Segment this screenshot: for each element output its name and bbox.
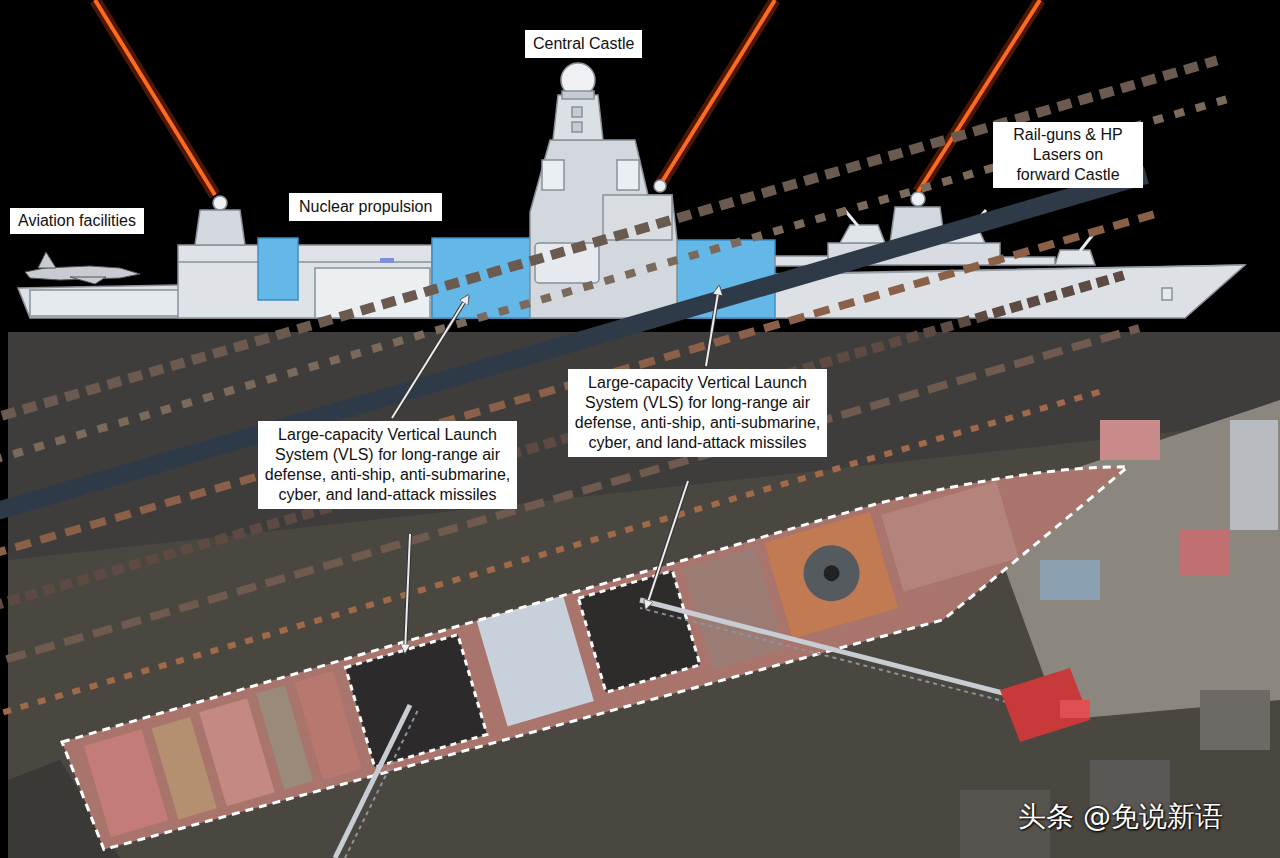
laser-glow [95, 0, 215, 195]
label-text: Nuclear propulsion [299, 197, 432, 217]
vls-well [345, 635, 486, 768]
building [1180, 530, 1230, 575]
propulsion-section [258, 238, 298, 300]
railgun-turret [840, 225, 885, 243]
laser-dome [213, 196, 227, 210]
crane-cab [1060, 700, 1090, 718]
crane-body [1000, 668, 1090, 742]
leader-line [706, 287, 719, 366]
hatch [380, 258, 394, 263]
vls-outline [345, 635, 486, 768]
hatch-center [822, 563, 842, 583]
castle-door [535, 243, 599, 283]
quay-concrete [980, 400, 1280, 720]
helideck-grid [764, 512, 898, 639]
laser-dome [654, 180, 666, 192]
watermark: 头条 @免说新语 [1018, 800, 1223, 834]
aft-mast [195, 210, 245, 245]
building [1230, 420, 1278, 530]
buildings [960, 420, 1278, 858]
container-row [0, 99, 1228, 498]
crane-lattice [345, 710, 418, 858]
building [1200, 690, 1270, 750]
label-box: Large-capacity Vertical Launch System (V… [258, 421, 517, 509]
castle-mast [553, 95, 603, 140]
round-hatch [797, 538, 866, 607]
crane-boom [335, 705, 410, 858]
leader-shadow [405, 534, 410, 652]
leader-shadow [706, 287, 719, 366]
window [572, 107, 582, 117]
laser-glow [660, 0, 775, 185]
crane-lattice [640, 608, 1030, 708]
leader-shadow [392, 296, 468, 418]
window-panel [617, 160, 639, 190]
deck-block [683, 548, 784, 670]
label-box: Aviation facilities [10, 208, 144, 234]
deck-block [84, 729, 168, 837]
vls-outline [578, 571, 700, 693]
container-row [0, 60, 1217, 459]
railgun-turret [1055, 250, 1095, 265]
leader-line [392, 296, 468, 418]
label-text: Aviation facilities [18, 211, 136, 231]
aft-superstructure [178, 245, 432, 318]
container-row [0, 390, 1105, 732]
label-text: Large-capacity Vertical Launch System (V… [574, 373, 821, 453]
building [1040, 560, 1100, 600]
window-panel [542, 160, 564, 190]
wing [70, 277, 106, 284]
laser-dome [911, 192, 925, 206]
label-box: Nuclear propulsion [289, 193, 442, 221]
cranes [335, 600, 1090, 858]
satellite-photo [0, 60, 1280, 858]
tail-fin [38, 252, 56, 268]
porthole [1162, 288, 1172, 300]
vls-section [432, 238, 530, 318]
window [572, 122, 582, 132]
aircraft [25, 252, 140, 284]
photo-ground [8, 332, 1280, 858]
hull-outline [62, 433, 1154, 858]
leader-line [646, 481, 688, 608]
label-box: Central Castle [525, 30, 642, 58]
dock-rows [0, 60, 1280, 858]
laser-beam [660, 0, 775, 185]
mast-windows [562, 91, 594, 99]
leader-line [405, 534, 410, 652]
label-text: Rail-guns & HP Lasers on forward Castle [1005, 125, 1131, 185]
label-box: Rail-guns & HP Lasers on forward Castle [993, 122, 1143, 188]
deck-block [1000, 257, 1055, 265]
building [1100, 420, 1160, 460]
label-text: Large-capacity Vertical Launch System (V… [264, 425, 511, 505]
label-box: Large-capacity Vertical Launch System (V… [568, 369, 827, 457]
crane-boom [640, 600, 1030, 700]
leader-shadow [646, 481, 688, 608]
label-text: Central Castle [533, 34, 634, 54]
hull-deck [62, 433, 1154, 858]
vls-well [578, 571, 700, 693]
central-castle [530, 140, 677, 318]
laser-beam [95, 0, 215, 195]
